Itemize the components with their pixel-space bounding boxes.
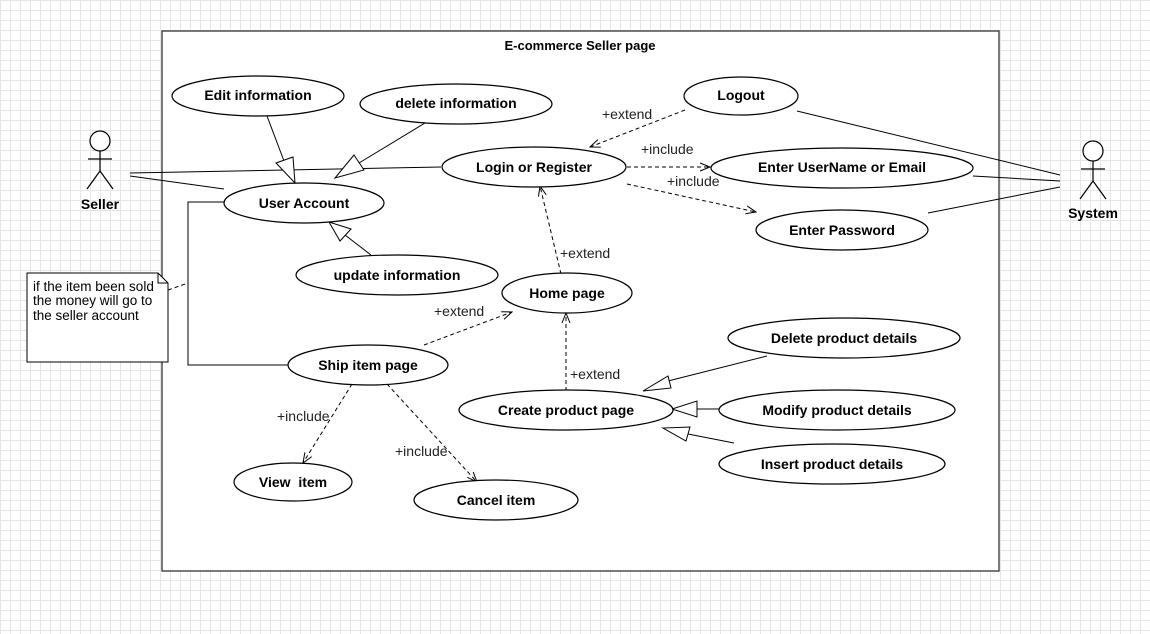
system-right-leg bbox=[1092, 180, 1107, 200]
actor-seller[interactable] bbox=[86, 130, 114, 190]
use-case-login-register[interactable] bbox=[441, 146, 627, 188]
system-head-icon bbox=[1082, 140, 1104, 162]
delete-product-generalization-head bbox=[642, 375, 672, 392]
edit-generalization-head bbox=[275, 156, 296, 185]
home-extend-label: +extend bbox=[560, 245, 610, 261]
use-case-home-page-label: Home page bbox=[529, 285, 605, 301]
seller-left-leg bbox=[86, 170, 101, 190]
use-case-cancel-item-label: Cancel item bbox=[457, 492, 536, 508]
use-case-insert-product-details-label: Insert product details bbox=[761, 456, 904, 472]
use-case-home-page[interactable] bbox=[501, 272, 633, 314]
delete-generalization-head bbox=[333, 154, 365, 179]
use-case-view-item[interactable] bbox=[233, 462, 353, 502]
update-generalization-line bbox=[344, 234, 372, 256]
ship-extend-label: +extend bbox=[434, 303, 484, 319]
use-case-logout-label: Logout bbox=[717, 87, 765, 103]
logout-extend-label: +extend bbox=[602, 106, 652, 122]
use-case-view-item-label: View item bbox=[259, 474, 327, 490]
system-username-association bbox=[972, 175, 1061, 182]
system-password-association bbox=[927, 186, 1061, 214]
generalization-lines bbox=[266, 115, 768, 444]
username-include-label: +include bbox=[641, 141, 694, 157]
actor-seller-label: Seller bbox=[81, 196, 120, 212]
note-line-2: the money will go to bbox=[33, 293, 152, 308]
use-case-create-product-page[interactable] bbox=[458, 389, 674, 431]
use-case-user-account-label: User Account bbox=[259, 195, 350, 211]
use-case-labels: Edit information delete information Logo… bbox=[204, 87, 926, 508]
use-case-enter-username[interactable] bbox=[710, 147, 974, 189]
note-line-3: the seller account bbox=[33, 308, 139, 323]
ship-extend-arrow bbox=[423, 312, 512, 346]
use-case-logout[interactable] bbox=[683, 76, 799, 116]
use-case-delete-information-label: delete information bbox=[395, 95, 516, 111]
seller-account-association bbox=[129, 175, 225, 190]
note-anchor-line bbox=[167, 282, 189, 291]
relation-labels: +extend +include +include +extend +exten… bbox=[277, 106, 720, 459]
delete-generalization-line bbox=[358, 122, 426, 164]
logout-extend-arrow bbox=[590, 109, 686, 147]
use-case-login-register-label: Login or Register bbox=[476, 159, 592, 175]
seller-head-icon bbox=[89, 130, 111, 152]
system-logout-association bbox=[796, 110, 1061, 176]
view-include-label: +include bbox=[277, 408, 330, 424]
update-generalization-head bbox=[327, 221, 352, 242]
use-case-ship-item-page-label: Ship item page bbox=[318, 357, 418, 373]
view-include-arrow bbox=[303, 383, 353, 463]
use-case-update-information-label: update information bbox=[334, 267, 461, 283]
seller-right-leg bbox=[99, 170, 114, 190]
home-extend-arrow bbox=[540, 186, 562, 275]
use-case-edit-information-label: Edit information bbox=[204, 87, 311, 103]
note: if the item been sold the money will go … bbox=[26, 272, 169, 363]
note-shape bbox=[26, 272, 169, 363]
note-line-1: if the item been sold bbox=[33, 279, 154, 294]
use-case-create-product-page-label: Create product page bbox=[498, 402, 634, 418]
use-case-delete-product-details-label: Delete product details bbox=[771, 330, 917, 346]
cancel-include-label: +include bbox=[395, 443, 448, 459]
association-lines bbox=[129, 110, 1061, 366]
use-case-enter-password[interactable] bbox=[755, 209, 929, 251]
password-include-label: +include bbox=[667, 173, 720, 189]
dependency-lines bbox=[167, 109, 756, 482]
delete-product-generalization-line bbox=[667, 355, 768, 382]
use-case-insert-product-details[interactable] bbox=[718, 443, 946, 485]
modify-product-generalization-head bbox=[670, 400, 698, 418]
use-case-cancel-item[interactable] bbox=[413, 479, 579, 521]
edit-generalization-line bbox=[266, 115, 285, 162]
note-fold bbox=[157, 273, 168, 284]
diagram-title: E-commerce Seller page bbox=[504, 38, 655, 53]
use-cases bbox=[171, 75, 974, 521]
use-case-ship-item-page[interactable] bbox=[287, 344, 449, 386]
use-case-enter-password-label: Enter Password bbox=[789, 222, 895, 238]
use-case-enter-username-label: Enter UserName or Email bbox=[758, 159, 926, 175]
use-case-user-account[interactable] bbox=[223, 182, 385, 224]
create-extend-label: +extend bbox=[570, 366, 620, 382]
password-include-arrow bbox=[626, 183, 756, 212]
cancel-include-arrow bbox=[386, 383, 477, 482]
actor-system-label: System bbox=[1068, 205, 1118, 221]
system-left-leg bbox=[1079, 180, 1094, 200]
insert-product-generalization-head bbox=[661, 426, 691, 442]
insert-product-generalization-line bbox=[687, 433, 735, 444]
use-case-delete-information[interactable] bbox=[359, 83, 553, 125]
use-case-update-information[interactable] bbox=[295, 254, 499, 296]
use-case-edit-information[interactable] bbox=[171, 75, 345, 117]
use-case-delete-product-details[interactable] bbox=[727, 317, 961, 359]
use-case-modify-product-details-label: Modify product details bbox=[762, 402, 912, 418]
actor-system[interactable] bbox=[1079, 140, 1107, 200]
use-case-modify-product-details[interactable] bbox=[718, 389, 956, 431]
